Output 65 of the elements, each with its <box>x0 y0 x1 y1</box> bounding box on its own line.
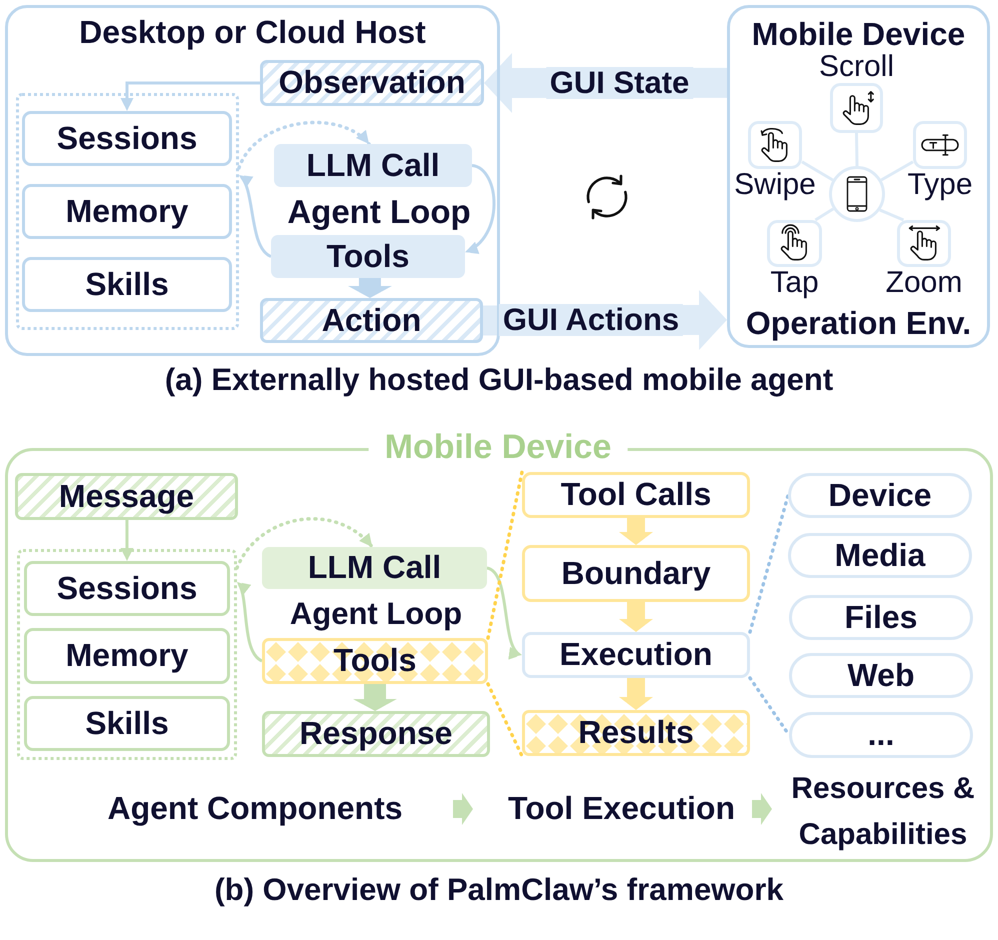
connector-line <box>879 208 904 222</box>
arrow <box>120 520 134 561</box>
gesture-label: Tap <box>769 267 820 299</box>
gesture-label: Zoom <box>884 267 964 299</box>
gesture-label: Scroll <box>818 51 895 83</box>
column-heading: Resources & Capabilities <box>790 771 976 853</box>
striped-box: Message <box>15 473 238 520</box>
process-box: Sessions <box>24 561 230 616</box>
block-arrow <box>619 678 653 710</box>
resource-pill: Device <box>788 473 972 518</box>
checkered-box: Tools <box>262 638 488 684</box>
gesture-label: Swipe <box>733 169 817 201</box>
connector-line <box>880 160 914 182</box>
dotted-arrow <box>237 120 371 170</box>
dotted-line <box>748 494 790 634</box>
arrow <box>464 164 496 254</box>
striped-box: Action <box>260 298 483 343</box>
dotted-line <box>486 682 524 758</box>
block-arrow <box>348 278 392 298</box>
column-heading: Tool Execution <box>507 789 736 828</box>
edge-label: GUI Actions <box>498 304 684 336</box>
loop-label: Agent Loop <box>288 595 464 633</box>
block-arrow <box>619 518 653 545</box>
process-box: LLM Call <box>262 547 487 589</box>
dotted-group-box <box>17 549 237 760</box>
checkered-box: Results <box>522 710 750 756</box>
block-arrow <box>353 684 398 712</box>
process-box: Memory <box>22 184 232 239</box>
process-box: Sessions <box>22 111 232 166</box>
process-box: Tool Calls <box>522 472 750 518</box>
process-box: Tools <box>271 235 465 278</box>
dotted-line <box>486 470 524 640</box>
group-title: Mobile Device <box>750 17 966 51</box>
resource-pill: Files <box>789 595 973 640</box>
process-box: Execution <box>522 632 750 678</box>
connector-line <box>855 132 858 166</box>
resource-pill: Media <box>788 533 972 578</box>
arrow <box>236 580 263 662</box>
arrow <box>238 174 272 258</box>
connector-line <box>814 208 834 222</box>
column-heading: Agent Components <box>106 789 404 828</box>
block-arrow <box>619 602 653 632</box>
process-box: Skills <box>22 257 232 312</box>
dotted-group-box <box>16 93 239 330</box>
edge-label: GUI State <box>546 66 694 99</box>
gesture-label: Type <box>906 169 974 201</box>
figure-caption: (a) Externally hosted GUI-based mobile agent <box>164 361 834 399</box>
process-box: Boundary <box>522 545 750 602</box>
process-box: LLM Call <box>274 144 472 187</box>
resource-pill: ... <box>789 712 973 758</box>
group-box <box>5 5 500 356</box>
loop-label: Agent Loop <box>286 192 472 232</box>
figure-caption: (b) Overview of PalmClaw’s framework <box>213 871 785 909</box>
smartphone-icon <box>829 166 885 222</box>
resource-pill: Web <box>789 653 973 698</box>
striped-box: Observation <box>260 60 484 106</box>
process-box: Memory <box>24 628 230 684</box>
arrow <box>120 82 260 111</box>
group-title: Desktop or Cloud Host <box>78 14 427 50</box>
striped-box: Response <box>262 711 490 757</box>
connector-line <box>801 160 834 182</box>
group-title: Operation Env. <box>744 305 972 341</box>
process-box: Skills <box>24 696 230 751</box>
group-box <box>727 5 990 348</box>
dotted-arrow <box>235 517 374 570</box>
